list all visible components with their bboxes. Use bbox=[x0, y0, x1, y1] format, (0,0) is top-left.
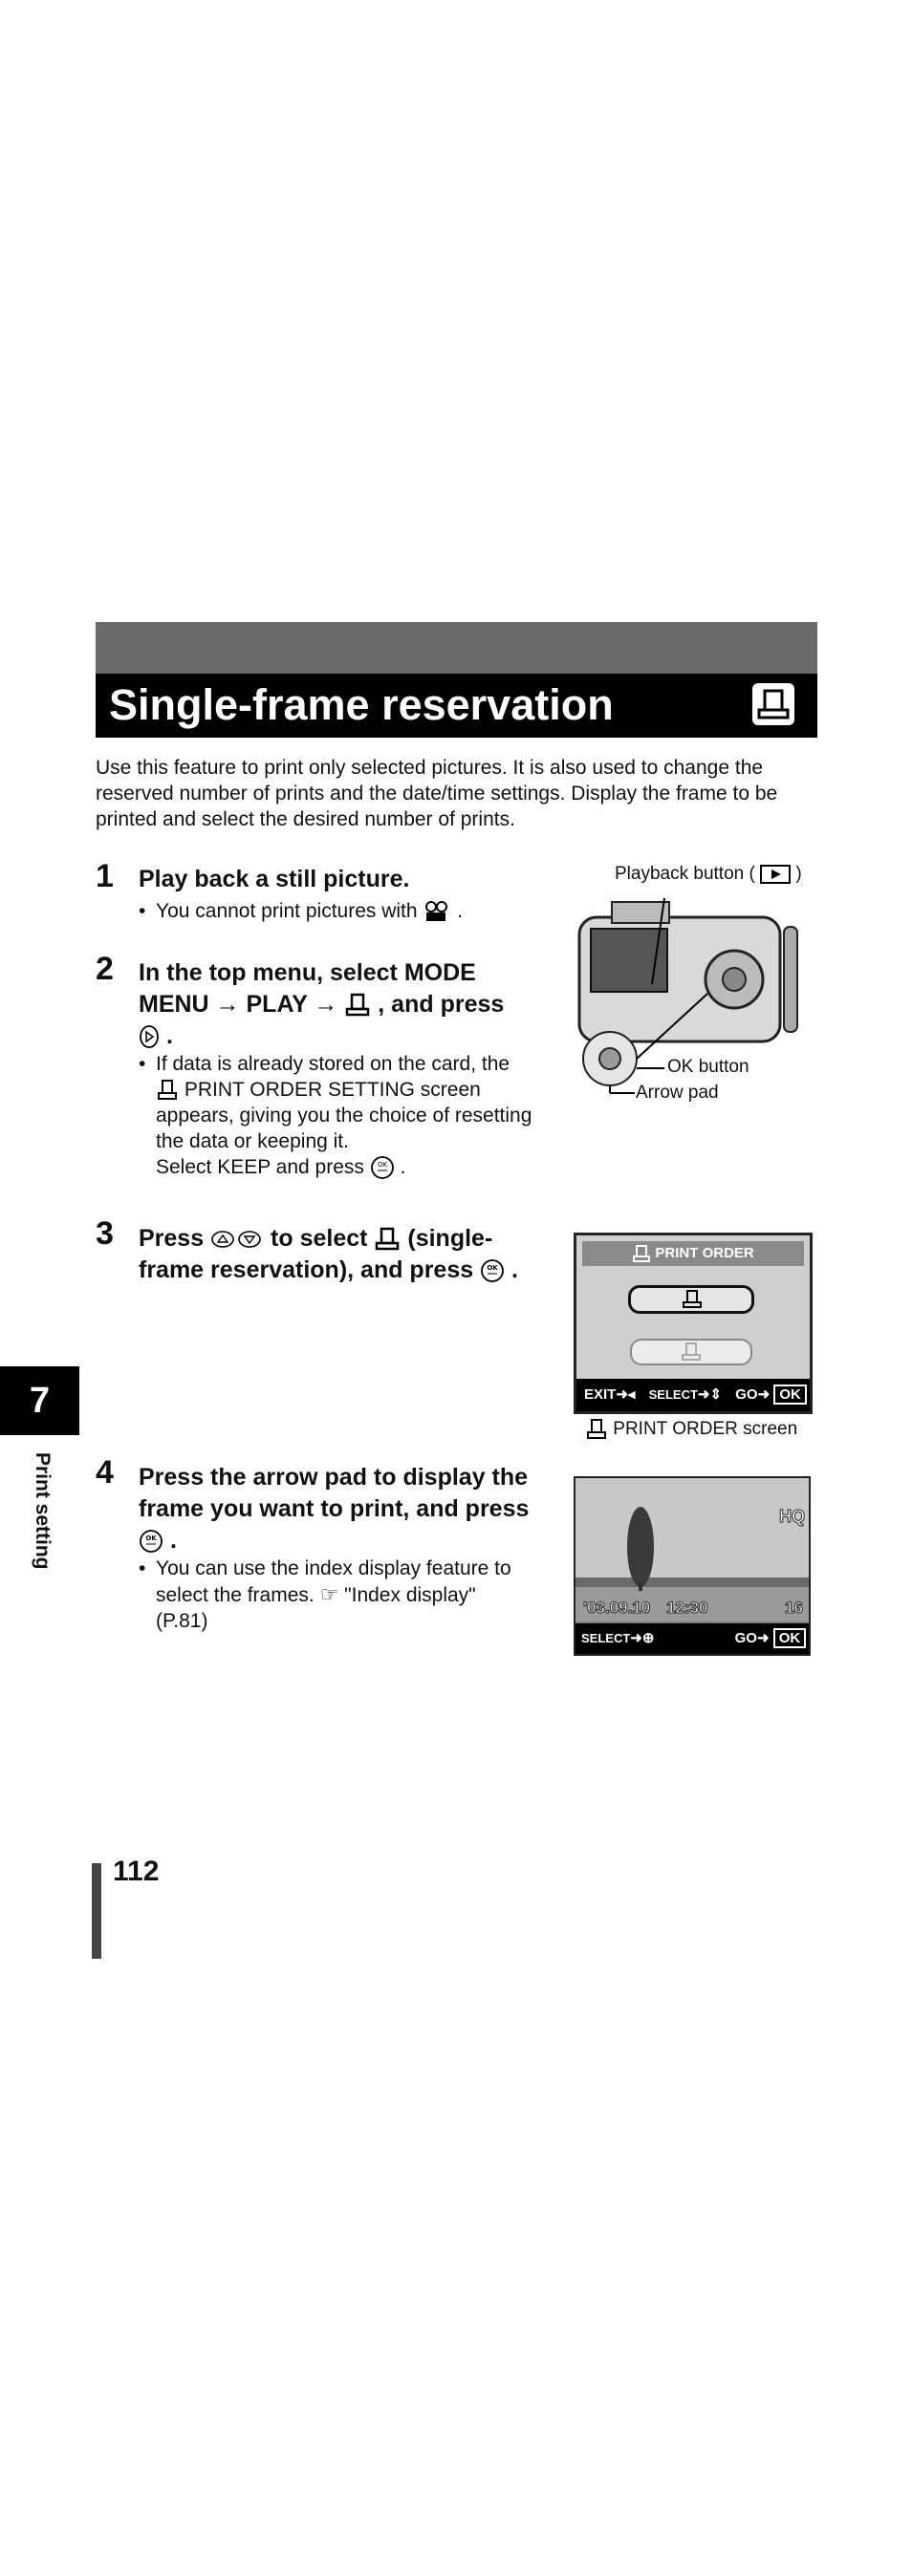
date-time-display: '03.09.10 12:30 16 bbox=[582, 1599, 803, 1618]
select-label: SELECT bbox=[648, 1387, 698, 1402]
camera-illustration bbox=[577, 897, 798, 1094]
ok-button-icon: OK bbox=[140, 1530, 163, 1554]
print-icon bbox=[587, 1419, 606, 1439]
quality-indicator: HQ bbox=[779, 1507, 806, 1527]
step-bullet: • You can use the index display feature … bbox=[139, 1557, 511, 1632]
chapter-number: 7 bbox=[29, 1381, 51, 1421]
print-icon bbox=[376, 1228, 400, 1251]
print-order-header: PRINT ORDER bbox=[582, 1241, 804, 1266]
intro-text: Use this feature to print only selected … bbox=[96, 757, 778, 830]
go-label: GO bbox=[735, 1386, 758, 1403]
step-number: 4 bbox=[96, 1454, 114, 1491]
step-bullet: • If data is already stored on the card,… bbox=[139, 1051, 557, 1180]
exit-label: EXIT bbox=[584, 1386, 617, 1403]
print-order-footer: EXIT➜◂ SELECT➜⇕ GO➜ OK bbox=[576, 1379, 810, 1411]
step-title: Press to select (single- frame reservati… bbox=[139, 1225, 519, 1283]
playback-label: Playback button ( ) bbox=[615, 864, 802, 884]
ok-label: OK bbox=[773, 1385, 807, 1405]
select-label: SELECT bbox=[581, 1631, 631, 1645]
svg-text:OK: OK bbox=[378, 1161, 388, 1169]
page-number: 112 bbox=[113, 1856, 160, 1887]
print-icon bbox=[683, 1290, 702, 1308]
header-band bbox=[96, 622, 817, 674]
step-number: 1 bbox=[96, 858, 114, 894]
arrow-right-button-icon bbox=[140, 1025, 159, 1049]
step-title: Play back a still picture. bbox=[139, 866, 410, 892]
ok-button-label: OK button bbox=[667, 1057, 749, 1077]
svg-text:OK: OK bbox=[487, 1264, 498, 1272]
svg-text:OK: OK bbox=[145, 1535, 157, 1542]
step-title: Press the arrow pad to display the frame… bbox=[139, 1464, 530, 1554]
all-frame-option[interactable] bbox=[630, 1339, 752, 1365]
print-icon bbox=[752, 683, 794, 725]
playback-icon bbox=[760, 864, 792, 884]
reference-hand-icon: ☞ bbox=[319, 1582, 339, 1606]
photo-screen: HQ '03.09.10 12:30 16 SELECT➜⊕ GO➜ OK bbox=[574, 1476, 811, 1656]
step-bullet: •You cannot print pictures with . bbox=[139, 900, 464, 922]
page-number-bar bbox=[92, 1863, 101, 1959]
arrow-pad-label: Arrow pad bbox=[636, 1083, 719, 1103]
movie-icon bbox=[425, 901, 448, 922]
chapter-label: Print setting bbox=[32, 1452, 54, 1570]
print-icon bbox=[346, 994, 370, 1017]
photo-screen-footer: SELECT➜⊕ GO➜ OK bbox=[575, 1623, 809, 1654]
print-order-screen: PRINT ORDER EXIT➜◂ SELECT➜⇕ GO➜ OK bbox=[574, 1233, 813, 1414]
chapter-tab[interactable]: 7 bbox=[0, 1366, 79, 1435]
go-label: GO bbox=[734, 1630, 757, 1646]
print-order-caption: PRINT ORDER screen bbox=[585, 1418, 797, 1441]
step-title: In the top menu, select MODE MENU → PLAY… bbox=[139, 959, 505, 1049]
title-bar: Single-frame reservation bbox=[96, 674, 817, 738]
print-icon bbox=[158, 1080, 177, 1101]
page-title: Single-frame reservation bbox=[109, 680, 614, 729]
up-down-arrow-icon bbox=[211, 1231, 261, 1249]
step-number: 3 bbox=[96, 1215, 114, 1252]
ok-button-icon: OK bbox=[481, 1259, 505, 1283]
step-number: 2 bbox=[96, 951, 114, 987]
ok-button-icon: OK bbox=[370, 1156, 394, 1180]
print-icon bbox=[633, 1245, 651, 1263]
ok-label: OK bbox=[772, 1628, 807, 1648]
print-all-icon bbox=[682, 1342, 701, 1361]
single-frame-option[interactable] bbox=[628, 1285, 754, 1314]
